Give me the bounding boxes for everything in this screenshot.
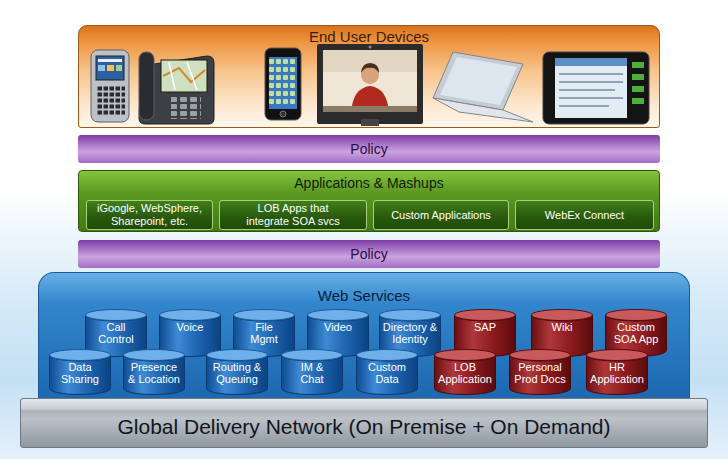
network-base: Global Delivery Network (On Premise + On… (20, 398, 708, 448)
cylinder-top (455, 310, 516, 321)
desk-phone-icon (139, 52, 214, 124)
media-screen-icon (543, 52, 649, 124)
application-box: Custom Applications (373, 200, 509, 230)
box-label: Policy (350, 246, 387, 262)
service-label: Presence & Location (126, 361, 182, 386)
cylinder-top (606, 310, 667, 321)
box-label: LOB Apps that integrate SOA svcs (240, 202, 346, 227)
box-label: WebEx Connect (545, 209, 624, 222)
box-label: Web Services (41, 273, 687, 304)
app-service-cylinder: LOB Application (434, 349, 496, 395)
box-label: Custom Applications (391, 209, 491, 222)
cylinder-top (435, 350, 496, 361)
web-service-cylinder: Custom Data (356, 349, 418, 395)
box-label: Policy (350, 141, 387, 157)
cylinder-top (587, 350, 648, 361)
cylinder-top (86, 310, 147, 321)
service-label: Directory & Identity (382, 321, 438, 346)
web-service-cylinder: Routing & Queuing (206, 349, 268, 395)
cylinder-top (308, 310, 369, 321)
cylinder-top (380, 310, 441, 321)
service-label: HR Application (589, 361, 645, 386)
app-service-cylinder: Personal Prod Docs (509, 349, 571, 395)
cylinder-top (532, 310, 593, 321)
laptop-icon (433, 52, 533, 122)
service-label: Data Sharing (52, 361, 108, 386)
service-label: Custom SOA App (608, 321, 664, 346)
application-box: WebEx Connect (515, 200, 654, 230)
service-label: File Mgmt (244, 321, 284, 346)
application-box: LOB Apps that integrate SOA svcs (219, 200, 367, 230)
cylinder-top (160, 310, 221, 321)
service-label: IM & Chat (294, 361, 330, 386)
application-panel: Applications & Mashups iGoogle, WebSphere… (78, 170, 660, 232)
telepresence-icon (317, 44, 423, 126)
policy-band: Policy (78, 240, 660, 268)
box-label: End User Devices (81, 26, 657, 45)
service-label: Video (310, 321, 366, 333)
service-label: Voice (162, 321, 218, 333)
device-panel: End User Devices (78, 25, 660, 128)
cylinder-top (234, 310, 295, 321)
web-service-cylinder: IM & Chat (281, 349, 343, 395)
mobile-phone-icon (265, 48, 301, 120)
service-label: Call Control (88, 321, 144, 346)
cylinder-top (50, 350, 111, 361)
box-label: iGoogle, WebSphere, Sharepoint, etc. (89, 202, 210, 227)
policy-band: Policy (78, 135, 660, 163)
cylinder-top (282, 350, 343, 361)
service-label: Wiki (534, 321, 590, 333)
cylinder-top (207, 350, 268, 361)
service-label: Routing & Queuing (209, 361, 265, 386)
service-label: LOB Application (437, 361, 493, 386)
web-service-cylinder: Data Sharing (49, 349, 111, 395)
box-label: Applications & Mashups (81, 171, 657, 191)
service-label: Personal Prod Docs (512, 361, 568, 386)
cylinder-top (124, 350, 185, 361)
service-panel: Web ServicesCall Control Voice File Mgmt Vi… (38, 272, 690, 398)
cylinder-top (510, 350, 571, 361)
web-service-cylinder: Presence & Location (123, 349, 185, 395)
service-label: SAP (457, 321, 513, 333)
service-label: Custom Data (359, 361, 415, 386)
application-box: iGoogle, WebSphere, Sharepoint, etc. (86, 200, 213, 230)
box-label: Global Delivery Network (On Premise + On… (117, 407, 610, 439)
app-service-cylinder: HR Application (586, 349, 648, 395)
smartphone-icon (91, 50, 129, 122)
cylinder-top (357, 350, 418, 361)
